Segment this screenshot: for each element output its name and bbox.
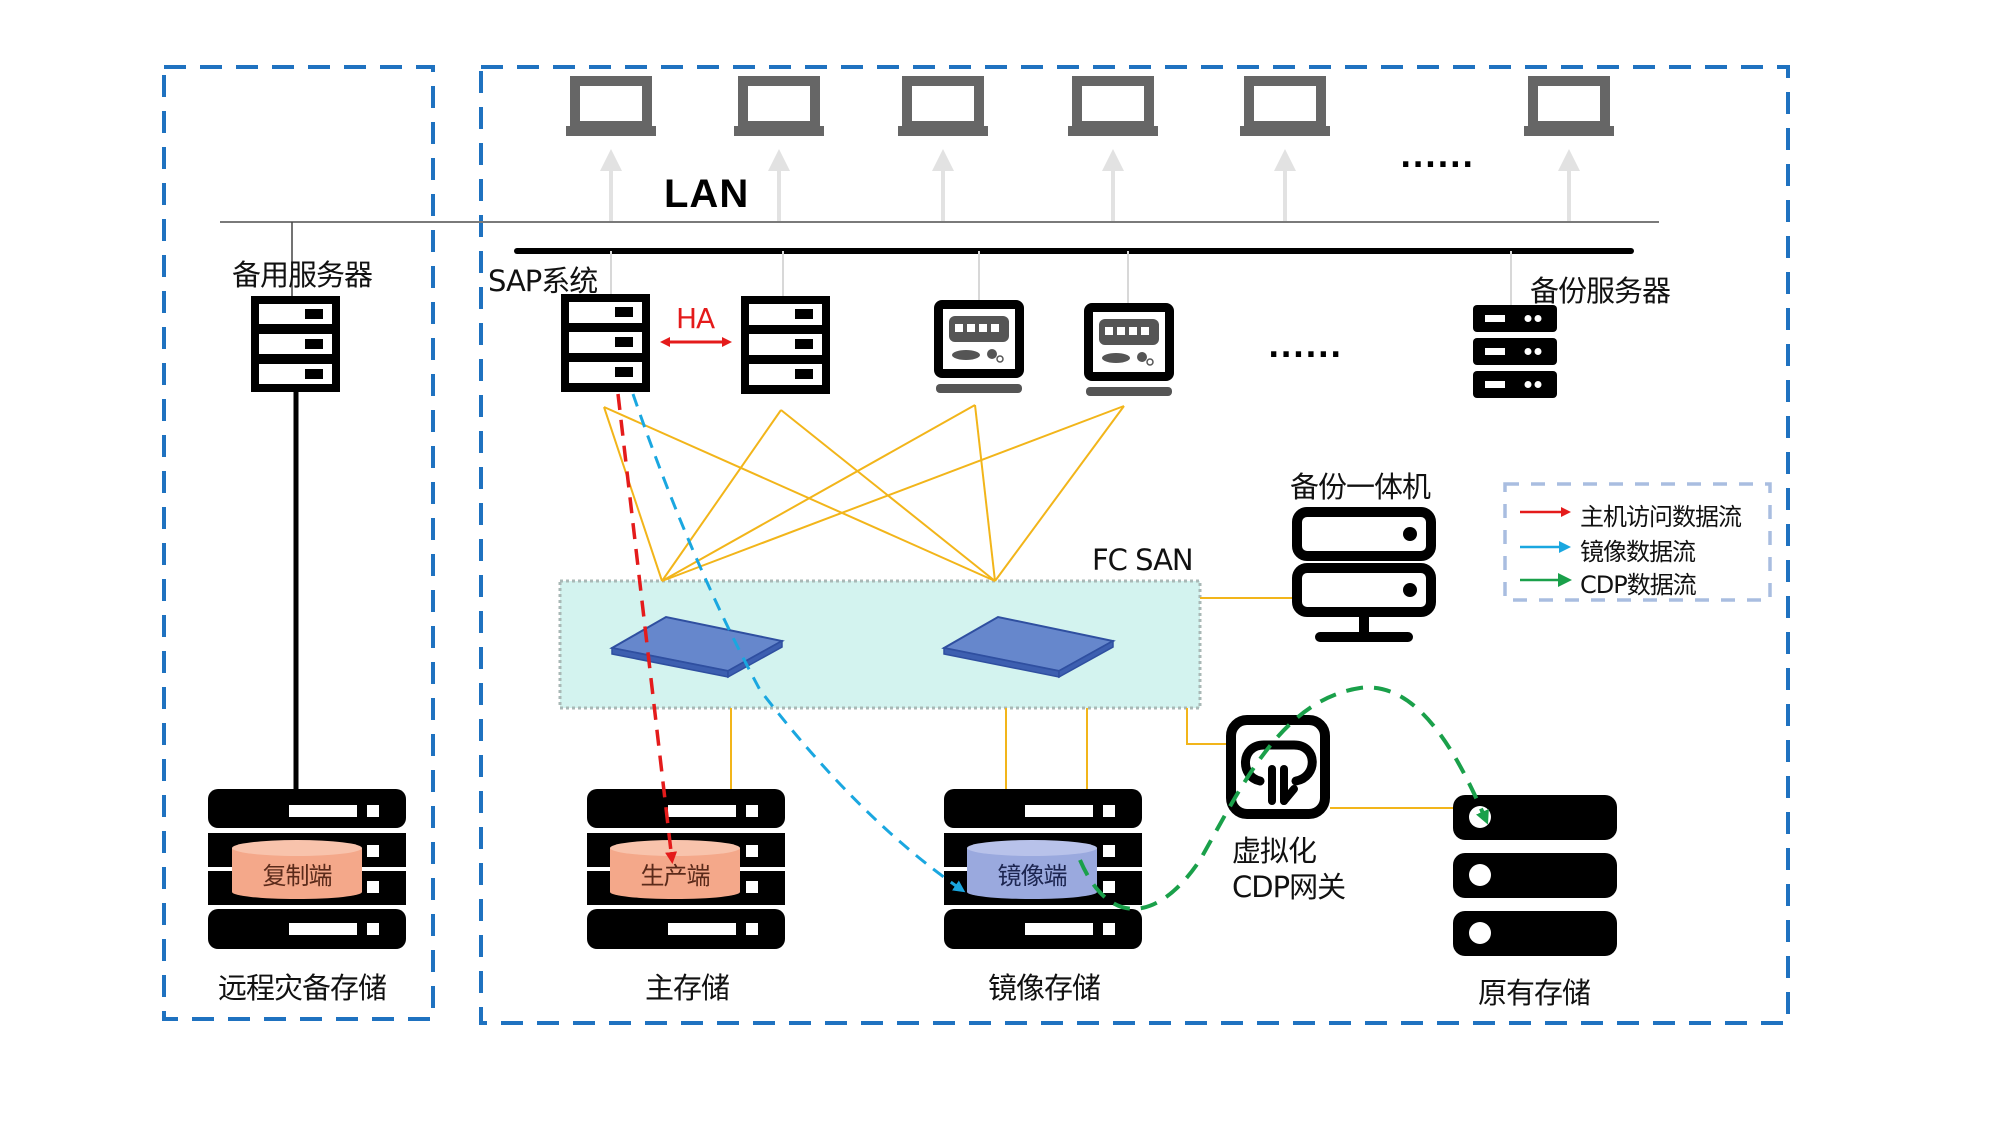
sap-server-icon[interactable] [561, 294, 650, 392]
laptop-icon [734, 76, 824, 136]
laptop-icon [1068, 76, 1158, 136]
production-volume-icon[interactable] [610, 840, 740, 899]
remote-zone-border [162, 65, 435, 1021]
laptop-icon [898, 76, 988, 136]
fc-san-label: FC SAN [1092, 543, 1194, 577]
original-storage-icon[interactable] [1453, 795, 1617, 956]
backup-appliance-label: 备份一体机 [1290, 470, 1431, 504]
mirror-volume-icon[interactable] [967, 840, 1097, 899]
main-storage-label: 主存储 [645, 971, 730, 1005]
legend-item-mirror: 镜像数据流 [1580, 538, 1696, 566]
sap-ha-server-icon[interactable] [741, 296, 830, 394]
standby-server-label: 备用服务器 [232, 258, 373, 292]
servers-ellipsis: ...... [1268, 330, 1343, 365]
sap-system-label: SAP系统 [488, 264, 598, 298]
cdp-gateway-label-line1: 虚拟化 [1232, 834, 1317, 868]
laptop-icons [566, 76, 1614, 136]
cdp-gateway-icon[interactable] [1226, 715, 1330, 819]
replica-volume-label: 复制端 [262, 862, 333, 890]
laptop-icon [566, 76, 656, 136]
laptops-ellipsis: ...... [1400, 140, 1475, 175]
original-storage-label: 原有存储 [1478, 976, 1591, 1010]
backup-appliance-icon[interactable] [1292, 507, 1436, 642]
cdp-gateway-label-line2: CDP网关 [1232, 870, 1346, 904]
remote-storage-label: 远程灾备存储 [218, 971, 387, 1005]
terminal-icon[interactable] [934, 300, 1024, 393]
fc-links [603, 404, 1453, 809]
backup-server-icon[interactable] [1473, 305, 1557, 398]
laptop-icon [1240, 76, 1330, 136]
host-access-flow [616, 393, 678, 864]
laptop-icon [1524, 76, 1614, 136]
terminal-icon[interactable] [1084, 303, 1174, 396]
mirror-storage-label: 镜像存储 [988, 971, 1101, 1005]
fc-switch-1[interactable] [609, 615, 785, 679]
bus-drops [610, 251, 1512, 305]
production-volume-label: 生产端 [640, 862, 711, 890]
legend-item-host-access: 主机访问数据流 [1580, 503, 1742, 531]
cdp-data-flow [1078, 685, 1489, 911]
ha-label: HA [676, 302, 715, 335]
lan-label: LAN [664, 172, 750, 216]
replica-volume-icon[interactable] [232, 840, 362, 899]
mirror-volume-label: 镜像端 [997, 862, 1068, 890]
lan-uplinks [600, 149, 1580, 222]
backup-server-label: 备份服务器 [1530, 274, 1671, 308]
standby-server-icon[interactable] [251, 296, 340, 392]
legend-item-cdp: CDP数据流 [1580, 571, 1697, 599]
primary-zone-border [479, 65, 1790, 1025]
fc-switch-2[interactable] [941, 615, 1116, 679]
